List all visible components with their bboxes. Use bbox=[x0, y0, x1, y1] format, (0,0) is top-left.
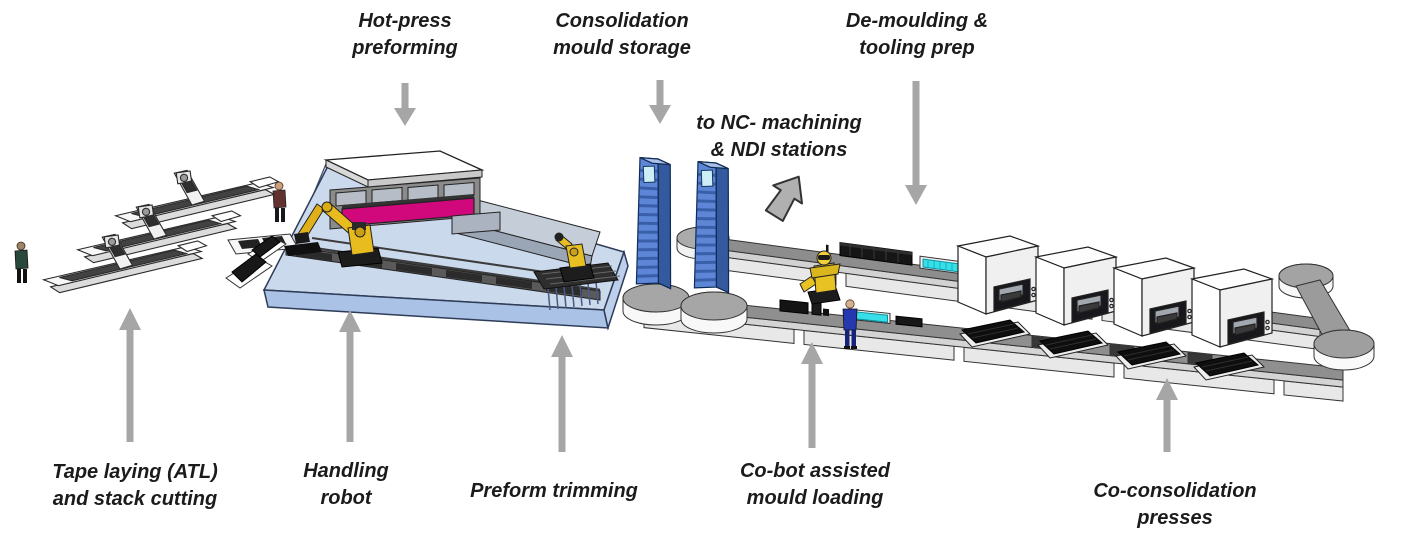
label-tape-laying: Tape laying (ATL) and stack cutting bbox=[52, 461, 218, 510]
presses-up-arrow bbox=[1156, 378, 1178, 452]
preform-trimming-station bbox=[533, 232, 621, 311]
storage-down-arrow bbox=[649, 80, 671, 124]
left-turntables bbox=[622, 283, 748, 334]
mould-loading-station bbox=[779, 299, 923, 328]
hot-press-station bbox=[323, 150, 601, 269]
worker-figure-blue bbox=[842, 299, 858, 349]
worker-figure-maroon bbox=[272, 181, 287, 222]
cobot-up-arrow bbox=[801, 342, 823, 448]
right-turntable bbox=[1278, 263, 1357, 353]
label-hot-press: Hot-press preforming bbox=[352, 10, 458, 59]
tape-laying-up-arrow bbox=[119, 308, 141, 442]
label-handling-robot: Handling robot bbox=[303, 460, 389, 509]
label-nc-machining: to NC- machining & NDI stations bbox=[696, 112, 862, 161]
hot-press-down-arrow bbox=[394, 83, 416, 126]
nc-machining-block-arrow bbox=[764, 175, 804, 222]
label-presses: Co-consolidation presses bbox=[1093, 480, 1257, 529]
cobot-robot bbox=[799, 250, 841, 305]
worker-figure-teal bbox=[14, 241, 29, 283]
preform-trimming-up-arrow bbox=[551, 335, 573, 452]
demoulding-down-arrow bbox=[905, 81, 927, 205]
right-turntable-lower bbox=[1313, 329, 1375, 371]
label-consolidation-storage: Consolidation mould storage bbox=[553, 10, 691, 59]
label-preform-trimming: Preform trimming bbox=[470, 480, 638, 502]
label-demoulding: De-moulding & tooling prep bbox=[845, 10, 989, 59]
mould-storage-towers bbox=[630, 155, 735, 296]
handling-robot-figure bbox=[284, 201, 383, 268]
handling-robot-up-arrow bbox=[339, 310, 361, 442]
stack-racks bbox=[225, 235, 287, 289]
label-cobot-loading: Co-bot assisted mould loading bbox=[739, 460, 891, 509]
